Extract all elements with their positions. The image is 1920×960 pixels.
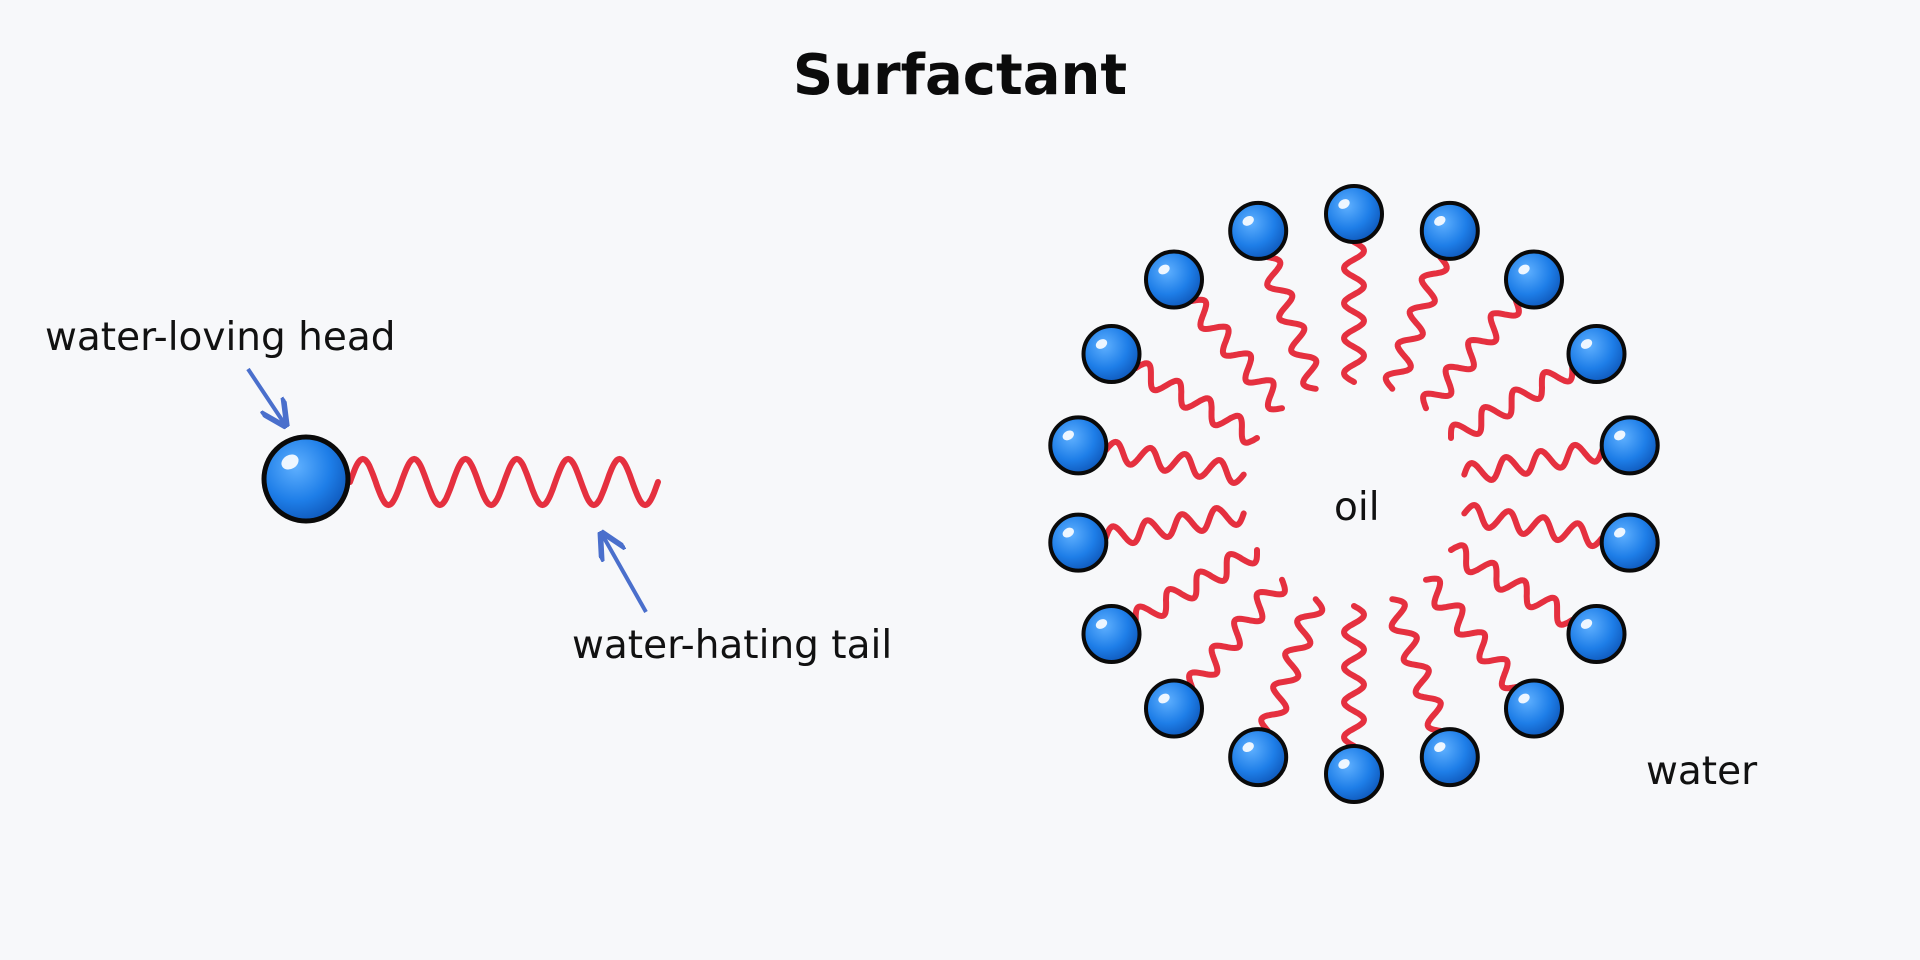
micelle-tail [1258,596,1326,734]
micelle-tail [1461,502,1606,550]
single-molecule-tail [347,455,661,509]
micelle-head [1419,727,1480,788]
micelle-head [1599,512,1660,573]
micelle-tail [1102,438,1247,486]
micelle-tail [1341,239,1367,385]
water-label: water [1646,749,1758,794]
micelle [1048,184,1660,804]
micelle-head [1324,744,1384,804]
micelle-head [1419,200,1480,261]
micelle-head [1144,678,1204,739]
micelle-tail [1189,296,1285,413]
micelle-head [1566,324,1627,384]
micelle-head [1144,249,1204,310]
micelle-tail [1423,575,1519,692]
water-loving-head-label: water-loving head [45,315,396,360]
micelle-tail [1186,576,1288,690]
micelle-head [1228,200,1289,261]
micelle-tail [1448,542,1576,628]
micelle-head [1081,604,1142,664]
micelle-head [1599,415,1660,476]
micelle-head [1566,604,1627,664]
micelle-tail [1341,603,1367,749]
micelle-tail [1102,505,1247,547]
oil-label: oil [1334,485,1380,530]
micelle-tail [1388,596,1444,734]
micelle-head [1228,727,1289,788]
micelle-tail [1448,365,1576,441]
micelle-head [1504,249,1564,310]
micelle-tail [1461,441,1606,483]
single-molecule-head [261,434,351,524]
micelle-head [1048,415,1109,476]
tail-arrow [603,536,648,613]
micelle-head [1504,678,1564,739]
page-title: Surfactant [792,43,1128,108]
head-arrow [246,367,284,423]
micelle-head [1081,324,1142,384]
micelle-tail [1132,360,1260,446]
micelle-head [1324,184,1384,244]
micelle-tail [1132,547,1260,623]
micelle-head [1048,512,1109,573]
micelle-tail [1264,254,1320,392]
micelle-tail [1382,254,1450,392]
water-hating-tail-label: water-hating tail [572,623,893,668]
micelle-tail [1420,298,1522,412]
